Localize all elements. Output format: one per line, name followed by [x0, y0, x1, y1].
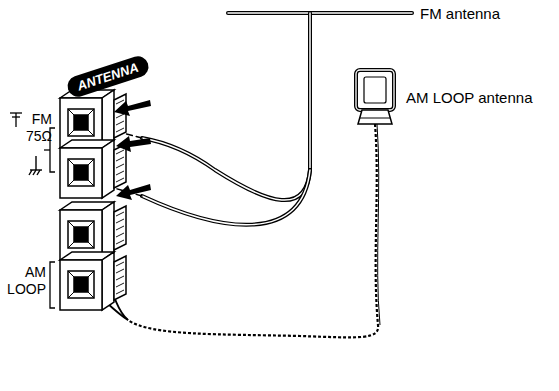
- push-arrow: [114, 100, 151, 200]
- fm-antenna-symbol: [10, 113, 22, 127]
- ground-symbol: [29, 156, 42, 175]
- terminal-label: AM LOOP: [4, 264, 46, 298]
- panel-badge: ANTENNA: [65, 54, 151, 100]
- antenna-label: FM antenna: [420, 5, 500, 23]
- am-loop-antenna: [356, 70, 394, 124]
- am-loop-wire: [92, 124, 380, 337]
- badge-text: ANTENNA: [75, 59, 141, 93]
- antenna-label: AM LOOP antenna: [406, 89, 532, 107]
- fm-antenna-wire: [100, 13, 412, 225]
- terminal-label: FM 75Ω: [20, 111, 52, 145]
- terminal-block: [60, 90, 126, 310]
